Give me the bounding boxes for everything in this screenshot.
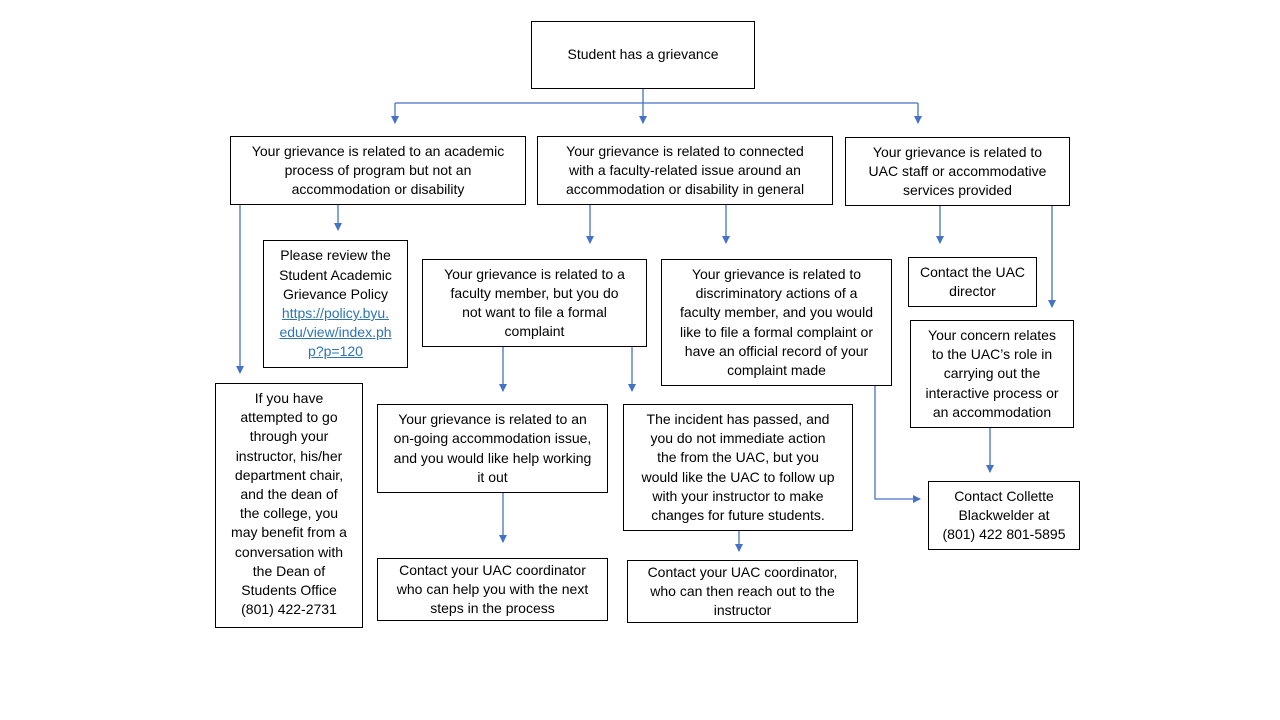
discriminatory-node: Your grievance is related to discriminat…: [661, 259, 892, 386]
contact-director-text: Contact the UAC director: [919, 263, 1026, 299]
policy-link[interactable]: https://policy.byu. edu/view/index.ph p?…: [279, 305, 392, 360]
coordinator-reach-out-text: Contact your UAC coordinator, who can th…: [647, 563, 838, 619]
review-policy-node: Please review the Student Academic Griev…: [263, 240, 408, 368]
interactive-process-node: Your concern relates to the UAC’s role i…: [910, 320, 1074, 428]
ongoing-issue-text: Your grievance is related to an on-going…: [393, 411, 592, 485]
discriminatory-text: Your grievance is related to discriminat…: [680, 265, 873, 378]
root-node: Student has a grievance: [531, 21, 755, 89]
coordinator-next-steps-node: Contact your UAC coordinator who can hel…: [377, 558, 608, 621]
academic-process-node: Your grievance is related to an academic…: [230, 136, 526, 205]
uac-staff-node: Your grievance is related to UAC staff o…: [845, 137, 1070, 206]
incident-passed-node: The incident has passed, and you do not …: [623, 404, 853, 531]
coordinator-next-steps-text: Contact your UAC coordinator who can hel…: [396, 561, 589, 617]
contact-collette-text: Contact Collette Blackwelder at (801) 42…: [942, 487, 1066, 543]
faculty-related-node: Your grievance is related to connected w…: [537, 136, 833, 205]
contact-director-node: Contact the UAC director: [908, 257, 1037, 307]
connector-discriminatory-to-collette: [874, 386, 921, 503]
ongoing-issue-node: Your grievance is related to an on-going…: [377, 404, 608, 493]
review-policy-text: Please review the Student Academic Griev…: [279, 247, 392, 302]
contact-collette-node: Contact Collette Blackwelder at (801) 42…: [928, 481, 1080, 550]
uac-staff-text: Your grievance is related to UAC staff o…: [868, 143, 1047, 199]
incident-passed-text: The incident has passed, and you do not …: [641, 410, 835, 523]
faculty-related-text: Your grievance is related to connected w…: [565, 142, 805, 198]
academic-process-text: Your grievance is related to an academic…: [251, 142, 505, 198]
no-formal-complaint-node: Your grievance is related to a faculty m…: [422, 259, 647, 347]
interactive-process-text: Your concern relates to the UAC’s role i…: [925, 326, 1059, 420]
dean-of-students-text: If you have attempted to go through your…: [231, 390, 347, 618]
coordinator-reach-out-node: Contact your UAC coordinator, who can th…: [627, 560, 858, 623]
root-node-text: Student has a grievance: [567, 46, 719, 63]
dean-of-students-node: If you have attempted to go through your…: [215, 383, 363, 628]
no-formal-complaint-text: Your grievance is related to a faculty m…: [444, 265, 625, 340]
